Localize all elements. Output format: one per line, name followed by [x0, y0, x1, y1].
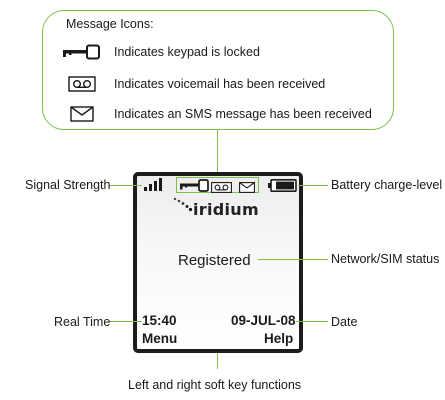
signal-strength-icon: [143, 178, 165, 197]
callout-title: Message Icons:: [66, 17, 154, 31]
left-softkey-label[interactable]: Menu: [142, 331, 178, 346]
time-leader-line: [109, 321, 142, 322]
envelope-icon: [62, 104, 102, 124]
legend-text-voicemail: Indicates voicemail has been received: [114, 76, 326, 91]
status-keypad-lock-icon: [180, 179, 210, 197]
network-status-text: Registered: [178, 252, 251, 269]
battery-leader-line: [298, 185, 328, 186]
legend-text-sms: Indicates an SMS message has been receiv…: [114, 106, 372, 121]
real-time-label: Real Time: [54, 315, 111, 329]
date-value: 09-JUL-08: [231, 313, 296, 328]
network-status-label: Network/SIM status: [331, 252, 440, 266]
real-time-value: 15:40: [142, 313, 177, 328]
voicemail-icon: [62, 74, 102, 94]
brand-logo-text: iridium: [193, 200, 259, 219]
soft-keys-label: Left and right soft key functions: [128, 378, 302, 392]
legend-text-keypad: Indicates keypad is locked: [114, 44, 260, 59]
signal-leader-line: [109, 185, 142, 186]
keypad-lock-icon: [62, 42, 102, 62]
softkey-leader-line: [217, 353, 218, 369]
phone-display: [133, 172, 303, 353]
status-voicemail-icon: [211, 180, 232, 198]
battery-label: Battery charge-level: [331, 178, 443, 192]
legend-row-keypad: Indicates keypad is locked: [62, 42, 260, 62]
date-label: Date: [331, 315, 358, 329]
signal-strength-label: Signal Strength: [25, 178, 111, 192]
status-envelope-icon: [239, 180, 255, 198]
status-leader-line: [258, 259, 328, 260]
right-softkey-label[interactable]: Help: [264, 331, 294, 346]
message-icons-callout: [42, 10, 394, 130]
date-leader-line: [296, 321, 328, 322]
legend-row-voicemail: Indicates voicemail has been received: [62, 74, 325, 94]
callout-connector-line: [217, 130, 218, 176]
iridium-logo-dots-icon: [173, 196, 193, 217]
battery-icon: [268, 179, 298, 197]
legend-row-sms: Indicates an SMS message has been receiv…: [62, 104, 372, 124]
